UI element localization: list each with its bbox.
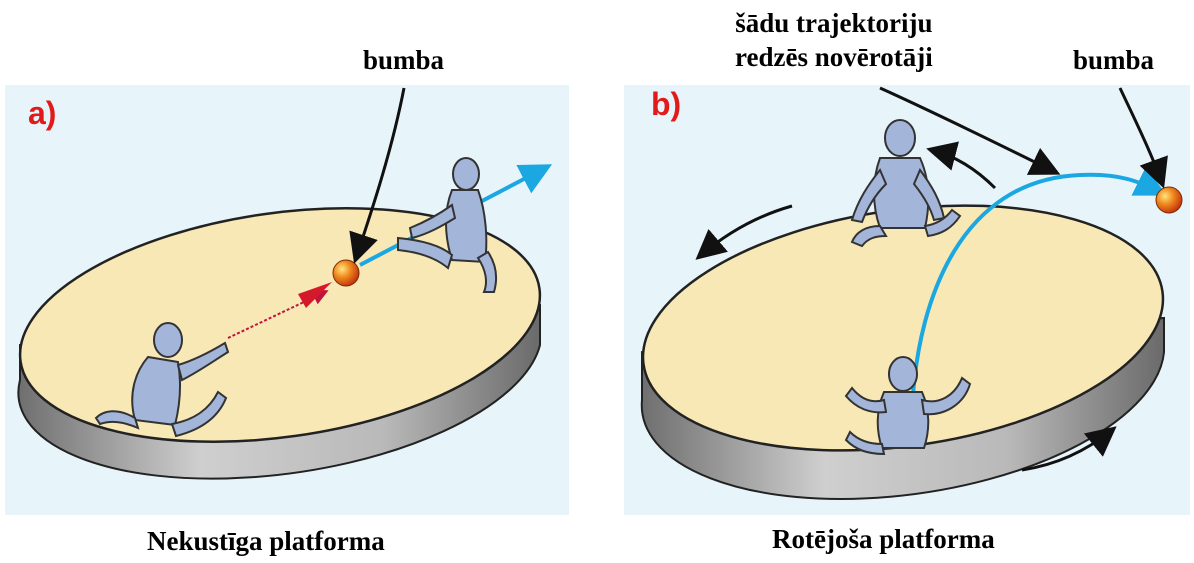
throw-arrowhead — [298, 282, 332, 308]
caption-rotating-platform: Rotējoša platforma — [772, 524, 995, 554]
person-figure-icon — [94, 322, 230, 438]
person-figure-icon — [397, 157, 497, 293]
person-figure-icon — [844, 356, 972, 456]
observer-label-line2: redzēs novērotāji — [735, 42, 933, 72]
curved-trajectory-arrow — [911, 166, 1168, 396]
panel-b-letter: b) — [651, 86, 682, 122]
rotation-arrow-icon — [926, 141, 997, 190]
pointer-arrow-icon — [349, 87, 406, 264]
observer-label-line1: šādu trajektoriju — [735, 8, 933, 38]
ball-label-b: bumba — [1073, 45, 1155, 75]
throw-direction-arrow — [227, 289, 329, 339]
ball-icon — [1155, 186, 1183, 214]
caption-stationary-platform: Nekustīga platforma — [147, 526, 385, 556]
rotation-arrow-icon — [695, 204, 793, 260]
pointer-arrow-icon — [1118, 87, 1168, 189]
ball-icon — [332, 259, 360, 287]
rotation-arrow-icon — [1021, 426, 1117, 472]
pointer-arrow-icon — [879, 86, 1061, 175]
observer-trajectory-label: šādu trajektoriju redzēs novērotāji — [735, 6, 933, 74]
ball-label-a: bumba — [363, 45, 445, 75]
person-figure-icon — [850, 119, 962, 248]
panel-a-letter: a) — [28, 95, 57, 131]
